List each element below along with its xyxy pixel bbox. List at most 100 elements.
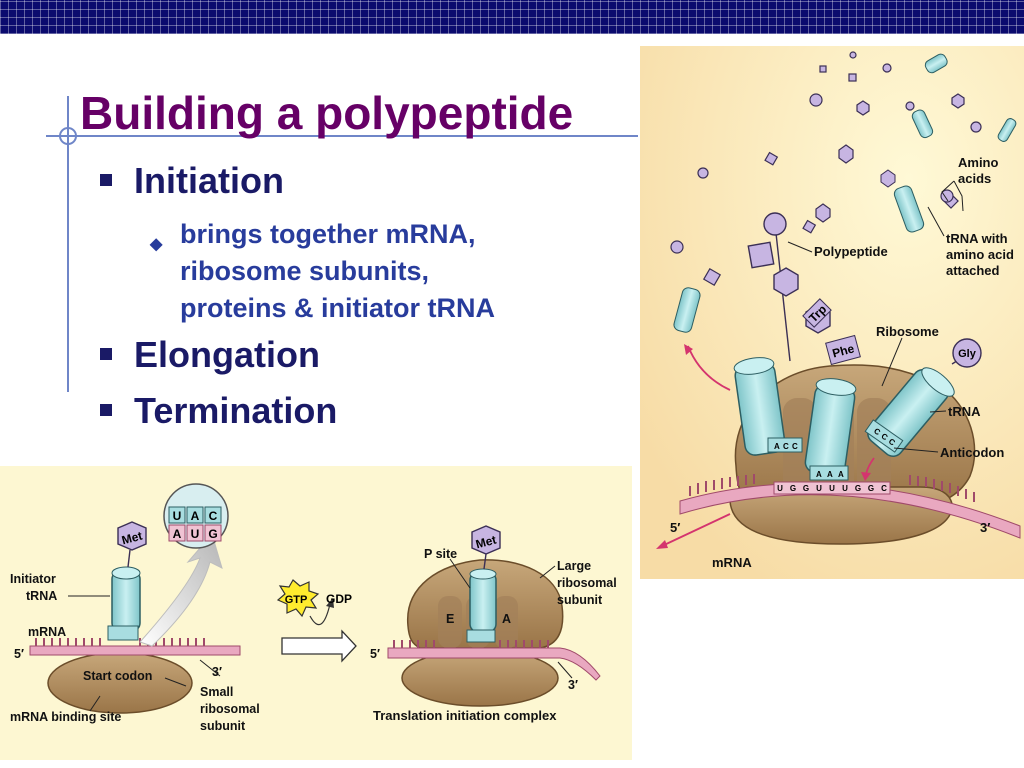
zoom-anticodon-3: C [209, 509, 218, 523]
codon-base-1: U [777, 484, 783, 493]
codon-base-2: G [790, 484, 796, 493]
label-three-prime-left: 3′ [212, 665, 222, 679]
label-translation-initiation-complex: Translation initiation complex [373, 708, 557, 723]
trna-incoming: C C C [864, 367, 955, 457]
slide-title: Building a polypeptide [80, 87, 574, 139]
label-p-site: P site [424, 547, 457, 561]
zoom-anticodon-1: U [173, 509, 182, 523]
anticodon-left-3: C [792, 442, 798, 451]
anticodon-right-1: C [872, 426, 882, 437]
top-banner [0, 0, 1024, 34]
codon-base-6: U [842, 484, 848, 493]
mrna-right [387, 647, 601, 681]
small-subunit-left [47, 652, 193, 714]
free-amino-acids [670, 51, 982, 287]
label-five-prime-right: 5′ [370, 647, 380, 661]
mrna-codons: U G G U U U G G C [773, 481, 891, 495]
anticodon-middle-3: A [838, 470, 844, 479]
label-five-prime-left: 5′ [14, 647, 24, 661]
initiator-trna-right [469, 571, 497, 633]
zoom-anticodon-2: A [191, 509, 200, 523]
zoom-codon-3: G [208, 527, 217, 541]
decor-crosshair-ring [59, 127, 77, 145]
decor-horizontal-line [46, 135, 638, 137]
bullet-initiation-label: Initiation [134, 160, 284, 201]
initiator-trna [111, 570, 141, 632]
codon-base-5: U [829, 484, 835, 493]
met-right-label: Met [474, 533, 498, 552]
codon-base-4: U [816, 484, 822, 493]
label-mrna: mRNA [712, 555, 752, 570]
free-trnas [673, 53, 1017, 333]
label-amino-acids-2: acids [958, 171, 991, 186]
label-a-site: A [502, 612, 511, 626]
label-small-3: subunit [200, 719, 246, 733]
zoom-bases: U A C A U G [168, 506, 222, 542]
decor-vertical-line [67, 96, 69, 392]
leader-lines [787, 180, 964, 453]
anticodon-middle-1: A [816, 470, 822, 479]
mrna-right-bases [393, 640, 549, 648]
trna-exiting: A C C [733, 357, 803, 456]
mrna-bases [689, 474, 975, 502]
zoom-codon-1: A [173, 527, 182, 541]
label-trna-with-1: tRNA with [946, 231, 1008, 246]
anticodon-left-1: A [774, 442, 780, 451]
entry-arrow-icon [861, 472, 871, 481]
label-initiator-1: Initiator [10, 572, 56, 586]
zoom-arrow-icon [139, 532, 223, 647]
diamond-bullet-icon: ◆ [150, 236, 163, 253]
gtp-burst-icon [276, 579, 320, 618]
label-start-codon: Start codon [83, 669, 152, 683]
anticodon-middle-2: A [827, 470, 833, 479]
label-three-prime-right: 3′ [568, 678, 578, 692]
sub-bullet-line-3: proteins & initiator tRNA [180, 293, 495, 323]
gtp-label: GTP [285, 594, 308, 606]
anticodon-right-3: C [887, 437, 897, 448]
codon-base-3: G [803, 484, 809, 493]
mrna-left-bases [35, 638, 205, 646]
label-polypeptide: Polypeptide [814, 244, 888, 259]
initiation-leader-lines [68, 558, 573, 712]
label-trna: tRNA [948, 404, 981, 419]
label-initiator-2: tRNA [26, 589, 57, 603]
label-large-1: Large [557, 559, 591, 573]
bullet-initiation: Initiation [100, 160, 284, 202]
label-e-site: E [446, 612, 454, 626]
sub-bullet-line-2: ribosome subunits, [180, 256, 430, 286]
label-trna-with-2: amino acid [946, 247, 1014, 262]
label-small-2: ribosomal [200, 702, 260, 716]
codon-base-8: G [868, 484, 874, 493]
anticodon-right-2: C [879, 432, 889, 443]
label-anticodon: Anticodon [940, 445, 1004, 460]
label-large-2: ribosomal [557, 576, 617, 590]
label-small-1: Small [200, 685, 233, 699]
label-mrna-binding-site: mRNA binding site [10, 710, 121, 724]
mrna-left [29, 645, 241, 656]
zoom-codon-2: U [191, 527, 200, 541]
anticodon-left-2: C [783, 442, 789, 451]
label-ribosome: Ribosome [876, 324, 939, 339]
met-right [471, 525, 501, 555]
codon-base-9: C [881, 484, 887, 493]
label-amino-acids-1: Amino [958, 155, 999, 170]
phe-label: Phe [831, 341, 856, 360]
sub-bullet-initiation: ◆ brings together mRNA, ribosome subunit… [150, 216, 495, 327]
bullet-elongation-label: Elongation [134, 334, 320, 375]
sub-bullet-line-1: brings together mRNA, [180, 219, 476, 249]
label-trna-with-3: attached [946, 263, 1000, 278]
gdp-label: GDP [326, 592, 352, 606]
amino-phe: Phe [825, 334, 861, 366]
label-large-3: subunit [557, 593, 603, 607]
label-five-prime: 5′ [670, 520, 680, 535]
process-arrow-icon [281, 629, 357, 663]
met-left [117, 521, 147, 551]
trna-middle: A A A [804, 378, 857, 481]
bullet-termination-label: Termination [134, 390, 338, 431]
label-three-prime: 3′ [980, 520, 990, 535]
gly-label: Gly [958, 348, 977, 360]
initiation-figure: Met U A C A U G GTP GDP Met [0, 466, 632, 760]
elongation-figure: Trp Phe U G G U U U G G C A C C [640, 46, 1024, 579]
label-mrna-left: mRNA [28, 625, 66, 639]
bullet-termination: Termination [100, 390, 337, 432]
